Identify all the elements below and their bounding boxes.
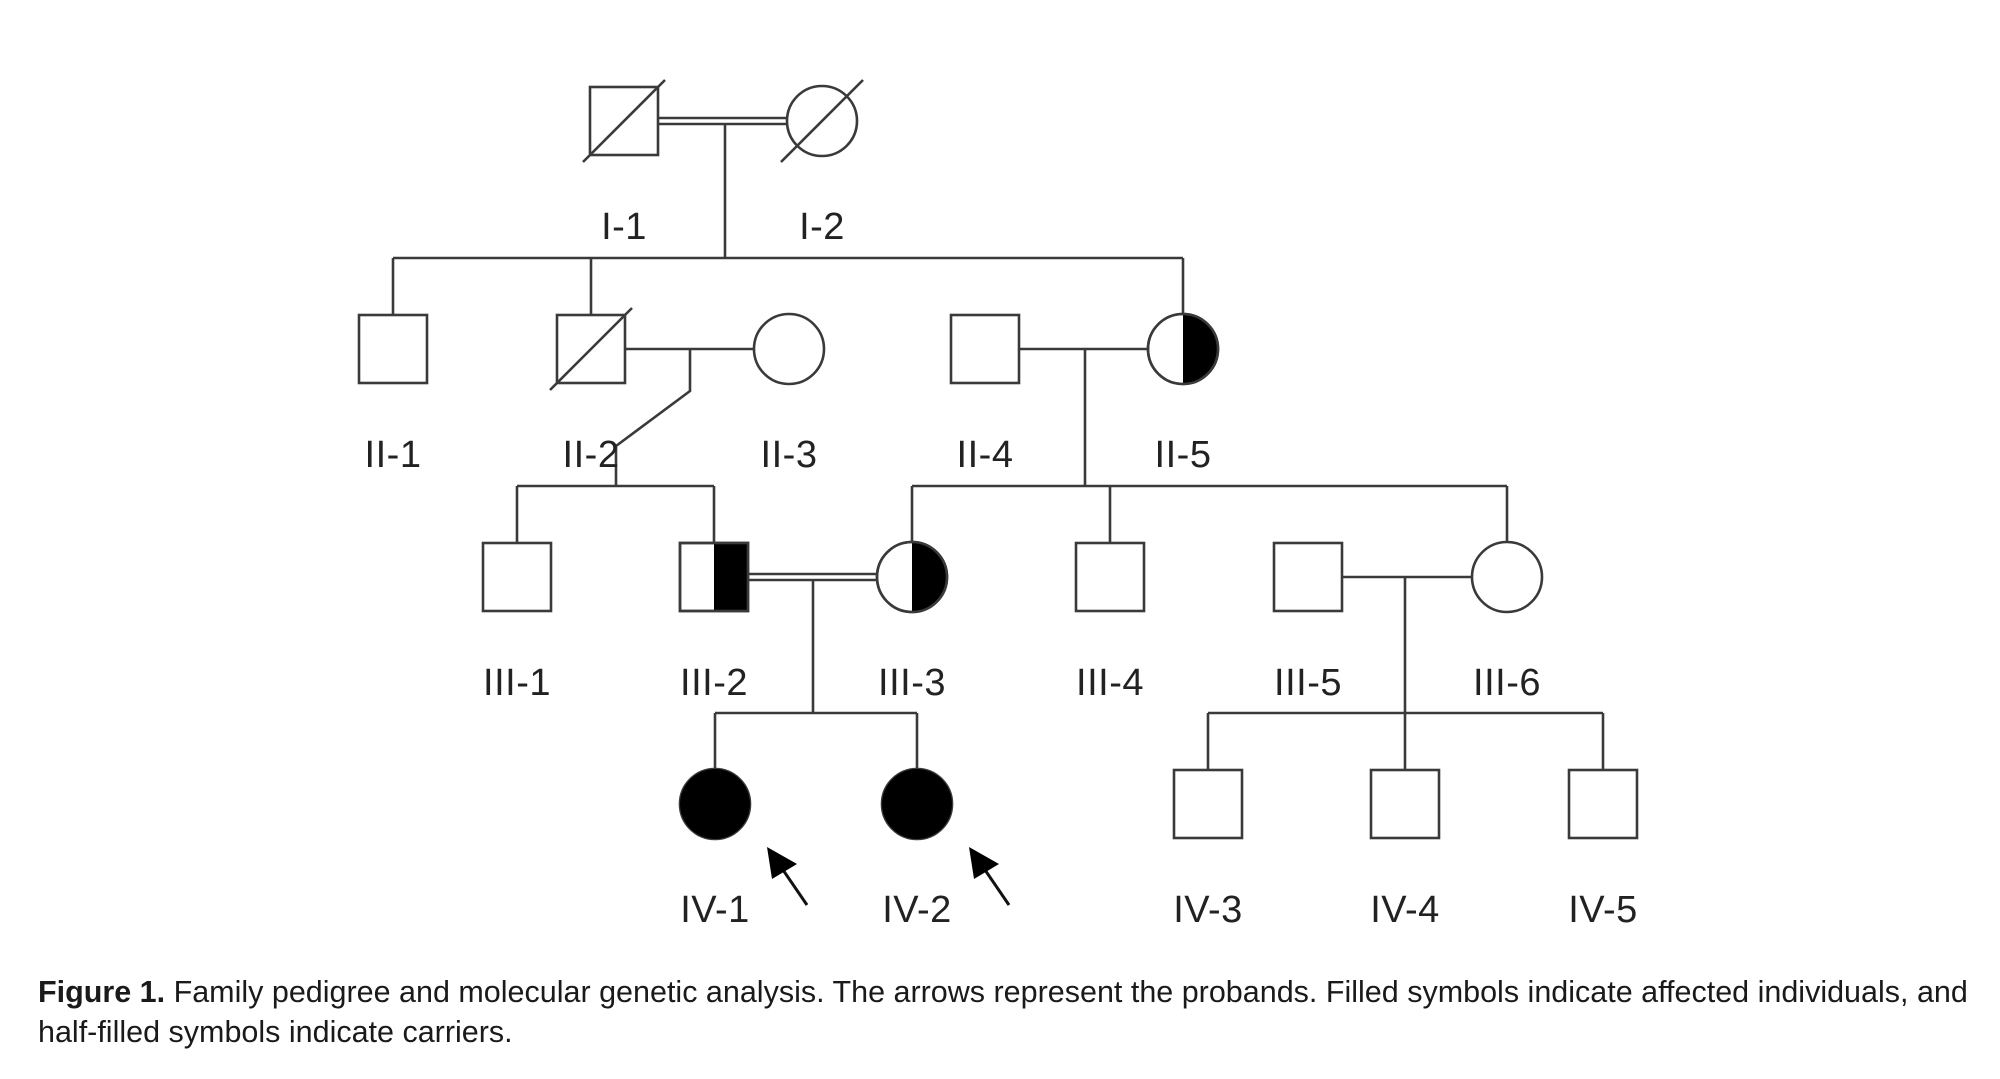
- pedigree-symbols: [357, 79, 1639, 841]
- label-ii-5: II-5: [1155, 434, 1212, 476]
- carrier-half-fill: [1183, 314, 1218, 384]
- individual-iv-5: [1567, 768, 1639, 840]
- label-iv-4: IV-4: [1370, 889, 1440, 931]
- individual-ii-1: [357, 313, 429, 385]
- label-iii-3: III-3: [878, 662, 946, 704]
- individual-iii-2: [678, 541, 750, 613]
- arrow-head: [767, 847, 797, 879]
- label-iii-2: III-2: [680, 662, 748, 704]
- carrier-half-fill: [714, 543, 748, 611]
- caption-text: Family pedigree and molecular genetic an…: [38, 975, 1968, 1049]
- individual-ii-3: [752, 312, 826, 386]
- male-square-symbol: [1567, 768, 1639, 840]
- symbol-outline: [875, 540, 949, 614]
- deceased-slash: [780, 79, 864, 163]
- label-ii-3: II-3: [761, 434, 818, 476]
- individual-iv-1: [678, 767, 752, 841]
- individual-iii-6: [1470, 540, 1544, 614]
- male-square-symbol: [481, 541, 553, 613]
- proband-arrows: [767, 847, 1011, 906]
- label-iii-5: III-5: [1274, 662, 1342, 704]
- individual-i-1: [582, 79, 666, 163]
- proband-arrow-icon: [969, 847, 1011, 906]
- individual-iii-3: [875, 540, 949, 614]
- affected-fill: [882, 769, 952, 839]
- individual-iv-3: [1172, 768, 1244, 840]
- male-square-symbol: [949, 313, 1021, 385]
- female-circle-symbol: [1470, 540, 1544, 614]
- label-iv-1: IV-1: [680, 889, 750, 931]
- figure-caption: Figure 1. Family pedigree and molecular …: [38, 972, 1968, 1052]
- caption-label: Figure 1.: [38, 975, 166, 1009]
- deceased-slash: [549, 307, 633, 391]
- deceased-slash: [582, 79, 666, 163]
- label-i-1: I-1: [601, 206, 647, 248]
- label-i-2: I-2: [799, 206, 845, 248]
- proband-arrow-icon: [767, 847, 809, 906]
- label-iv-3: IV-3: [1173, 889, 1243, 931]
- label-iii-6: III-6: [1473, 662, 1541, 704]
- individual-iii-4: [1074, 541, 1146, 613]
- label-ii-4: II-4: [957, 434, 1014, 476]
- affected-fill: [680, 769, 750, 839]
- male-square-symbol: [1369, 768, 1441, 840]
- individual-ii-5: [1146, 312, 1220, 386]
- male-square-symbol: [357, 313, 429, 385]
- individual-iv-2: [880, 767, 954, 841]
- symbol-outline: [1146, 312, 1220, 386]
- arrow-shaft: [981, 866, 1011, 906]
- label-ii-2: II-2: [563, 434, 620, 476]
- individual-iv-4: [1369, 768, 1441, 840]
- male-square-symbol: [1272, 541, 1344, 613]
- male-square-symbol: [1172, 768, 1244, 840]
- arrow-head: [969, 847, 999, 879]
- symbol-outline: [678, 541, 750, 613]
- individual-iii-1: [481, 541, 553, 613]
- individual-iii-5: [1272, 541, 1344, 613]
- label-iii-1: III-1: [483, 662, 551, 704]
- label-ii-1: II-1: [365, 434, 422, 476]
- pedigree-lines: [391, 116, 1605, 770]
- label-iv-2: IV-2: [882, 889, 952, 931]
- individual-ii-2: [549, 307, 633, 391]
- male-square-symbol: [1074, 541, 1146, 613]
- individual-i-2: [780, 79, 864, 163]
- individual-ii-4: [949, 313, 1021, 385]
- label-iv-5: IV-5: [1568, 889, 1638, 931]
- descent-line: [614, 349, 692, 486]
- carrier-half-fill: [912, 542, 947, 612]
- label-iii-4: III-4: [1076, 662, 1144, 704]
- arrow-shaft: [779, 866, 809, 906]
- female-circle-symbol: [752, 312, 826, 386]
